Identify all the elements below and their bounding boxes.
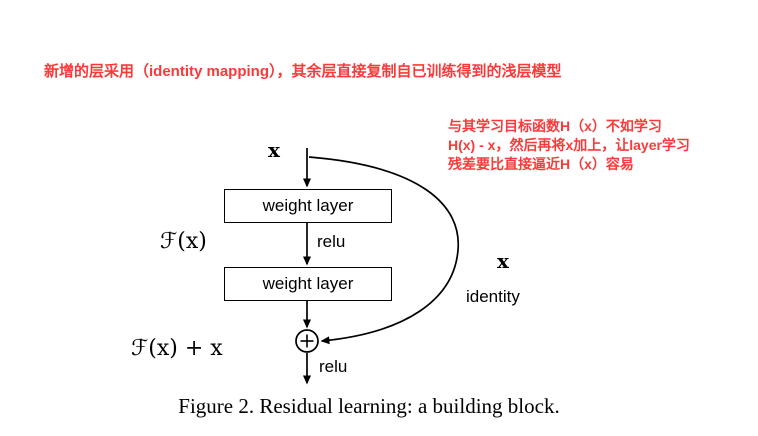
sum-output-label: ℱ(x) + x [131,336,223,361]
annotation-right-line-2: H(x) - x，然后再将x加上，让layer学习 [448,136,690,153]
relu-2-label: relu [319,357,348,376]
annotation-right-note: 与其学习目标函数H（x）不如学习 H(x) - x，然后再将x加上，让layer… [448,117,753,174]
annotation-right-line-3: 残差要比直接逼近H（x）容易 [448,155,634,172]
weight-layer-2-box: weight layer [224,267,392,301]
identity-shortcut-curve [308,156,460,345]
relu-1-label: relu [317,232,346,251]
weight-layer-1-box: weight layer [224,189,392,223]
residual-function-label: ℱ(x) [160,229,207,254]
input-x-label: x [268,138,280,162]
annotation-right-line-1: 与其学习目标函数H（x）不如学习 [448,118,662,134]
shortcut-identity-label: identity [466,287,520,306]
annotation-top-note: 新增的层采用（identity mapping），其余层直接复制自已训练得到的浅… [44,63,562,80]
figure-caption: Figure 2. Residual learning: a building … [178,394,560,418]
shortcut-x-label: x [497,249,509,273]
